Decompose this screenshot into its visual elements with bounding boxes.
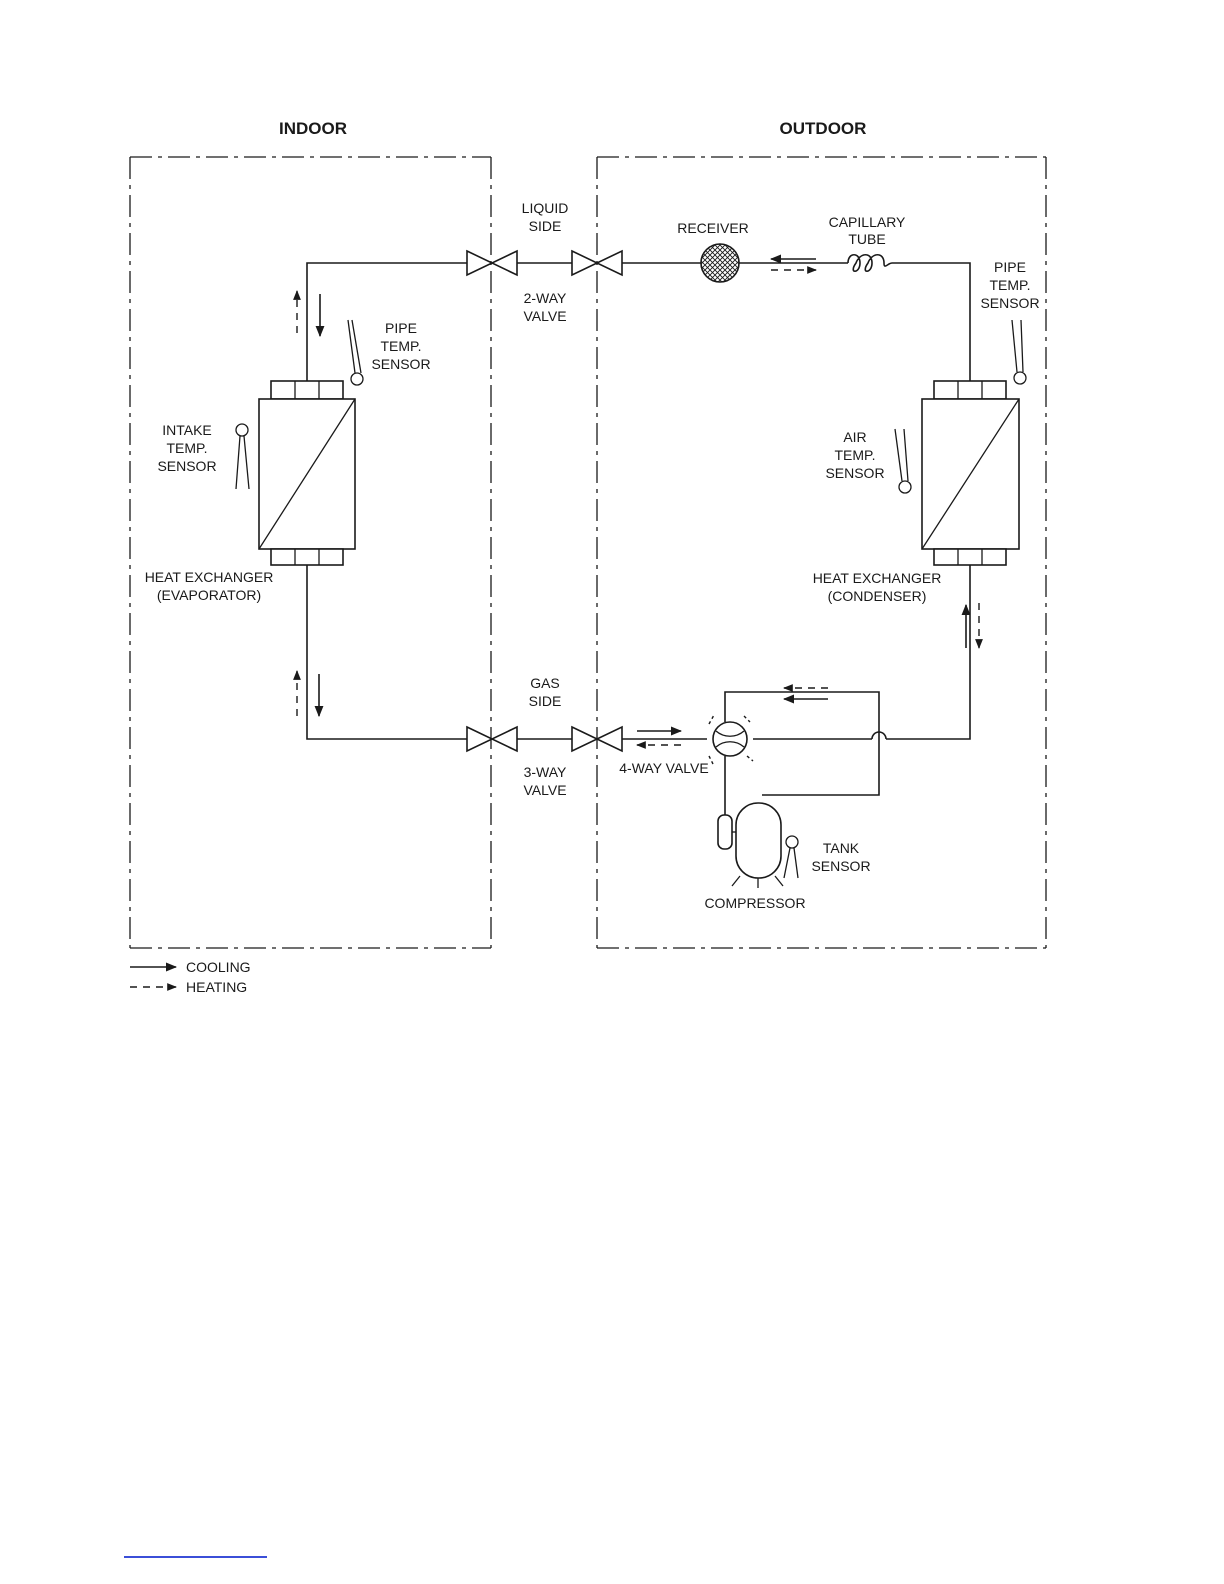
indoor-header: INDOOR: [279, 119, 347, 138]
intake-temp-sensor-label-2: TEMP.: [167, 440, 208, 456]
liquid-side-label-2: SIDE: [529, 218, 562, 234]
intake-temp-sensor-label-1: INTAKE: [162, 422, 212, 438]
two-way-valve-label-2: VALVE: [523, 308, 566, 324]
indoor-heat-exchanger: [259, 381, 355, 565]
legend-cooling-label: COOLING: [186, 959, 251, 975]
receiver-icon: [701, 244, 739, 282]
tank-sensor-label-2: SENSOR: [811, 858, 870, 874]
gas-side-label-1: GAS: [530, 675, 560, 691]
outdoor-heat-exchanger: [922, 381, 1019, 565]
tank-sensor-icon: [784, 836, 798, 878]
outdoor-pipe-temp-sensor-label-2: TEMP.: [990, 277, 1031, 293]
gas-side-label-2: SIDE: [529, 693, 562, 709]
indoor-pipe-temp-sensor-label-2: TEMP.: [381, 338, 422, 354]
intake-temp-sensor-icon: [236, 424, 249, 489]
three-way-valve-indoor: [467, 727, 517, 751]
liquid-side-label-1: LIQUID: [522, 200, 569, 216]
condenser-label-2: (CONDENSER): [828, 588, 927, 604]
condenser-label-1: HEAT EXCHANGER: [813, 570, 942, 586]
air-temp-sensor-label-3: SENSOR: [825, 465, 884, 481]
capillary-tube-label-1: CAPILLARY: [829, 214, 906, 230]
intake-temp-sensor-label-3: SENSOR: [157, 458, 216, 474]
three-way-valve-label-1: 3-WAY: [524, 764, 567, 780]
two-way-valve-label-1: 2-WAY: [524, 290, 567, 306]
outdoor-pipe-temp-sensor-label-3: SENSOR: [980, 295, 1039, 311]
compressor-icon: [718, 803, 783, 888]
three-way-valve-label-2: VALVE: [523, 782, 566, 798]
air-temp-sensor-label-2: TEMP.: [835, 447, 876, 463]
footer-rule: [124, 1556, 267, 1558]
receiver-label: RECEIVER: [677, 220, 749, 236]
capillary-tube-coil: [848, 255, 892, 272]
evaporator-label-2: (EVAPORATOR): [157, 587, 261, 603]
four-way-valve-icon: [709, 715, 753, 764]
indoor-pipe-temp-sensor-label-1: PIPE: [385, 320, 417, 336]
two-way-valve-indoor: [467, 251, 517, 275]
evaporator-label-1: HEAT EXCHANGER: [145, 569, 274, 585]
outdoor-pipe-temp-sensor-icon: [1012, 320, 1026, 384]
outdoor-pipe-temp-sensor-label-1: PIPE: [994, 259, 1026, 275]
compressor-label: COMPRESSOR: [704, 895, 805, 911]
outdoor-header: OUTDOOR: [780, 119, 867, 138]
legend-heating-label: HEATING: [186, 979, 247, 995]
indoor-pipe-temp-sensor-label-3: SENSOR: [371, 356, 430, 372]
legend: COOLING HEATING: [130, 959, 251, 995]
four-way-valve-label: 4-WAY VALVE: [619, 760, 708, 776]
tank-sensor-label-1: TANK: [823, 840, 860, 856]
indoor-pipe-temp-sensor-icon: [348, 320, 363, 385]
capillary-tube-label-2: TUBE: [848, 231, 885, 247]
air-temp-sensor-label-1: AIR: [843, 429, 866, 445]
air-temp-sensor-icon: [895, 429, 911, 493]
